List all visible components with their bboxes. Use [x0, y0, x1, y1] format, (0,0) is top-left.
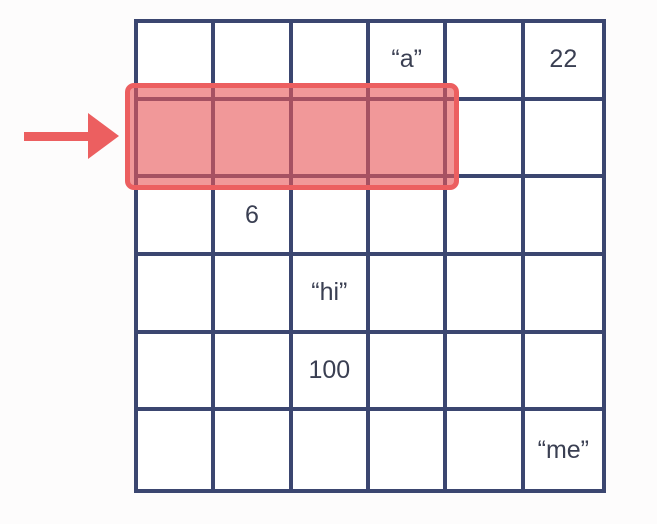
grid-cell-r1-c4 [447, 100, 525, 179]
grid-cell-r2-c0 [138, 178, 216, 256]
grid-cell-r4-c3 [370, 333, 448, 412]
grid-cell-r2-c4 [447, 178, 525, 256]
grid-cell-r5-c4 [447, 411, 525, 489]
grid-cell-r4-c5 [524, 334, 602, 412]
grid-cell-r4-c0 [138, 333, 216, 412]
grid-cell-r2-c5 [524, 178, 602, 256]
grid-cell-r3-c5 [524, 256, 602, 334]
grid-cell-r5-c0 [138, 411, 216, 489]
grid-cell-r3-c0 [138, 255, 216, 334]
grid-cell-r2-c3 [370, 178, 448, 256]
grid-cell-r3-c3 [370, 255, 448, 334]
grid-cell-r0-c5: 22 [524, 23, 602, 101]
grid-cell-r3-c2: “hi” [292, 255, 370, 334]
grid-cell-r5-c5: “me” [537, 435, 590, 464]
grid-cell-r4-c4 [447, 333, 525, 412]
grid-cell-r4-c1 [215, 333, 293, 412]
grid-cell-r5-c1 [215, 411, 293, 489]
grid-cell-r2-c2 [292, 178, 370, 256]
row-highlight [125, 83, 459, 190]
grid-cell-r2-c1: 6 [215, 178, 293, 256]
grid-cell-r4-c2: 100 [292, 333, 370, 412]
grid-cell-r3-c4 [447, 255, 525, 334]
grid-cell-r3-c1 [215, 255, 293, 334]
grid-cell-r0-c4 [447, 23, 525, 101]
right-arrow-icon [24, 113, 119, 159]
grid-cell-r5-c3 [370, 411, 448, 489]
grid-cell-r1-c5 [524, 101, 602, 179]
grid-cell-r5-c2 [293, 411, 370, 489]
